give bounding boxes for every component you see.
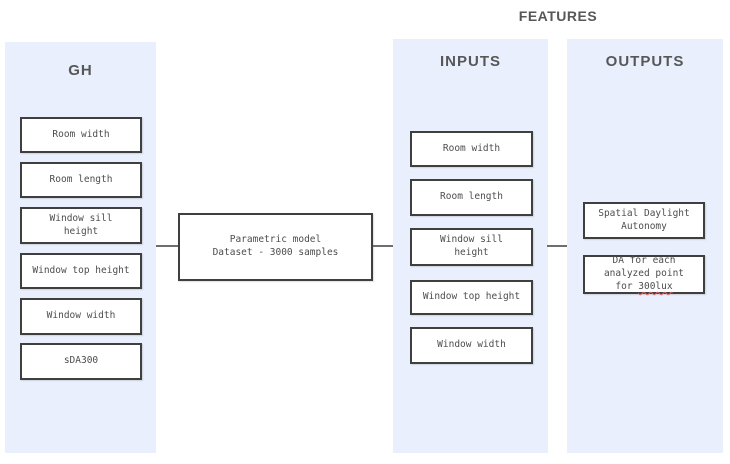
inputs-box-window-top-height: Window top height [410, 280, 533, 315]
features-title: FEATURES [518, 8, 598, 24]
gh-box-room-width: Room width [20, 117, 142, 153]
outputs-box-spatial-daylight-autonomy: Spatial Daylight Autonomy [583, 202, 705, 239]
gh-box-window-top-height: Window top height [20, 253, 142, 289]
gh-box-window-sill-height: Window sill height [20, 207, 142, 244]
inputs-box-room-width: Room width [410, 131, 533, 167]
inputs-column-title: INPUTS [439, 53, 501, 70]
gh-column: GH Room width Room length Window sill he… [5, 42, 156, 453]
connector-model-to-inputs [373, 245, 393, 247]
connector-gh-to-model [156, 245, 178, 247]
outputs-column-title: OUTPUTS [605, 53, 685, 70]
gh-column-title: GH [68, 62, 93, 79]
connector-inputs-to-outputs [547, 245, 567, 247]
misspelled-word-300lux: 300lux [638, 280, 673, 292]
inputs-column: INPUTS Room width Room length Window sil… [393, 39, 548, 453]
gh-box-sda300: sDA300 [20, 343, 142, 380]
da-text: DA for each analyzed point for [603, 255, 685, 292]
inputs-box-window-sill-height: Window sill height [410, 228, 533, 266]
gh-box-room-length: Room length [20, 162, 142, 198]
inputs-box-window-width: Window width [410, 327, 533, 364]
outputs-column: OUTPUTS Spatial Daylight Autonomy DA for… [567, 39, 723, 453]
inputs-box-room-length: Room length [410, 179, 533, 216]
outputs-box-da-per-point-text: DA for each analyzed point for 300lux [604, 255, 684, 293]
parametric-model-box: Parametric model Dataset - 3000 samples [178, 213, 373, 281]
gh-box-window-width: Window width [20, 298, 142, 335]
outputs-box-da-per-point: DA for each analyzed point for 300lux [583, 255, 705, 294]
